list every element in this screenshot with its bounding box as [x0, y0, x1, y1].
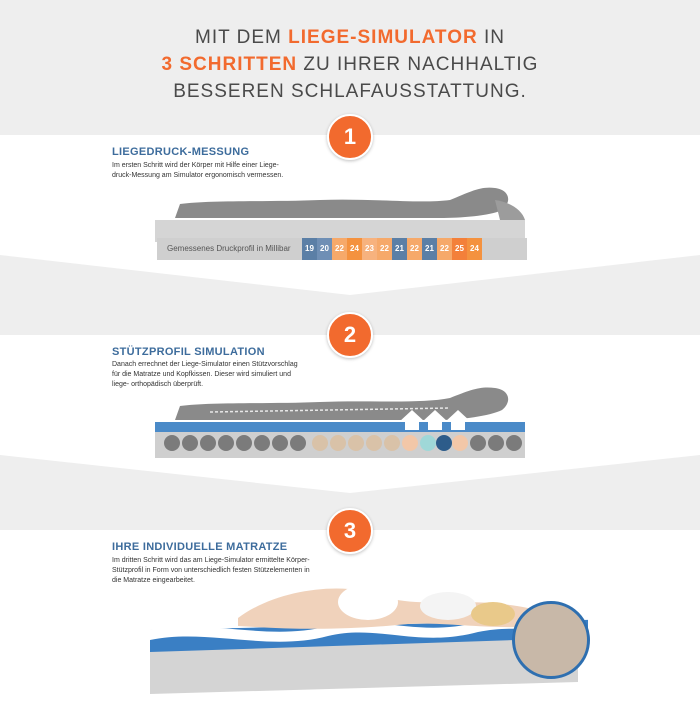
- pressure-value-cell: 24: [347, 238, 362, 260]
- pressure-value-cell: 22: [377, 238, 392, 260]
- pressure-value-cell: 23: [362, 238, 377, 260]
- step-1-body-illustration: [155, 187, 525, 242]
- pressure-profile-label: Gemessenes Druckprofil in Millibar: [167, 244, 291, 253]
- step-1-description: Im ersten Schritt wird der Körper mit Hi…: [112, 162, 284, 179]
- step-3-mattress-illustration: [150, 584, 588, 694]
- pressure-value-cell: 22: [407, 238, 422, 260]
- page-header: MIT DEM LIEGE-SIMULATOR IN 3 SCHRITTEN Z…: [0, 0, 700, 135]
- step-3-number-badge: 3: [327, 508, 373, 554]
- header-band: [0, 0, 700, 135]
- detail-zoom-circle: [512, 601, 590, 679]
- section-divider-1: [0, 255, 700, 335]
- step-2-number-badge: 2: [327, 312, 373, 358]
- pressure-value-cell: 20: [317, 238, 332, 260]
- headline-line-3: BESSEREN SCHLAFAUSSTATTUNG.: [173, 81, 527, 102]
- pressure-value-cell: 21: [392, 238, 407, 260]
- step-2-simulation-illustration: [155, 370, 525, 458]
- headline-line-1: MIT DEM LIEGE-SIMULATOR IN: [195, 27, 505, 48]
- pressure-value-cell: 21: [422, 238, 437, 260]
- step-1-number-badge: 1: [327, 114, 373, 160]
- section-divider-2: [0, 455, 700, 530]
- step-3-description: Im dritten Schritt wird das am Liege-Sim…: [112, 557, 310, 584]
- step-2-title: STÜTZPROFIL SIMULATION: [112, 346, 265, 358]
- step-3-title: IHRE INDIVIDUELLE MATRATZE: [112, 541, 288, 553]
- pressure-value-cell: 24: [467, 238, 482, 260]
- step-1-title: LIEGEDRUCK-MESSUNG: [112, 146, 250, 158]
- pressure-value-cell: 22: [437, 238, 452, 260]
- pressure-value-cell: 25: [452, 238, 467, 260]
- headline-line-2: 3 SCHRITTEN ZU IHRER NACHHALTIG: [161, 54, 539, 75]
- pressure-value-cell: 19: [302, 238, 317, 260]
- pressure-value-cell: 22: [332, 238, 347, 260]
- step-2-description: Danach errechnet der Liege-Simulator ein…: [112, 361, 298, 388]
